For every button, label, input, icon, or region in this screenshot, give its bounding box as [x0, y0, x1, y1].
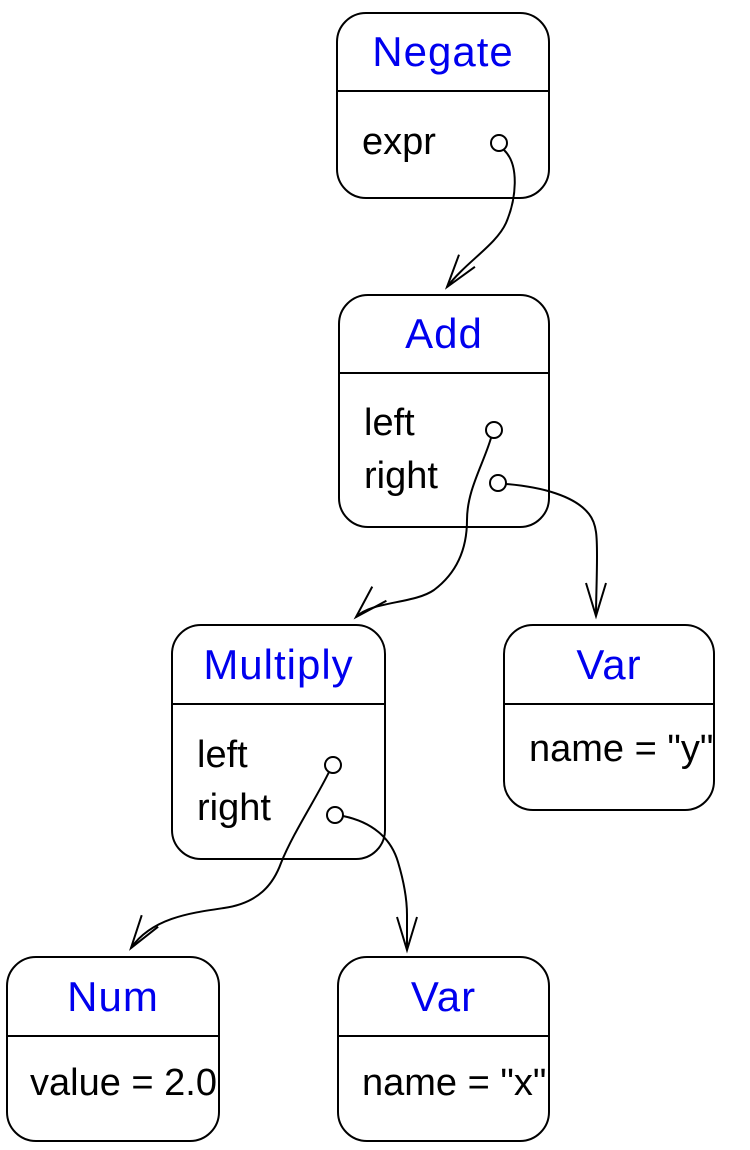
field-left: left [197, 734, 248, 776]
field-right: right [197, 787, 271, 829]
field-name-y: name = "y" [529, 728, 714, 770]
node-title-var-y: Var [505, 626, 713, 705]
field-value: value = 2.0 [30, 1062, 217, 1104]
node-num: Num value = 2.0 [6, 956, 220, 1142]
field-name-x: name = "x" [362, 1062, 547, 1104]
field-right: right [364, 455, 438, 497]
field-left: left [364, 402, 415, 444]
node-negate: Negate expr [336, 12, 550, 199]
node-title-var-x: Var [339, 958, 548, 1037]
node-title-negate: Negate [338, 14, 548, 92]
field-expr: expr [362, 121, 436, 163]
node-add: Add left right [338, 294, 550, 528]
node-multiply: Multiply left right [171, 624, 386, 860]
node-title-multiply: Multiply [173, 626, 384, 705]
node-title-num: Num [8, 958, 218, 1037]
node-var-x: Var name = "x" [337, 956, 550, 1142]
node-var-y: Var name = "y" [503, 624, 715, 811]
node-title-add: Add [340, 296, 548, 374]
